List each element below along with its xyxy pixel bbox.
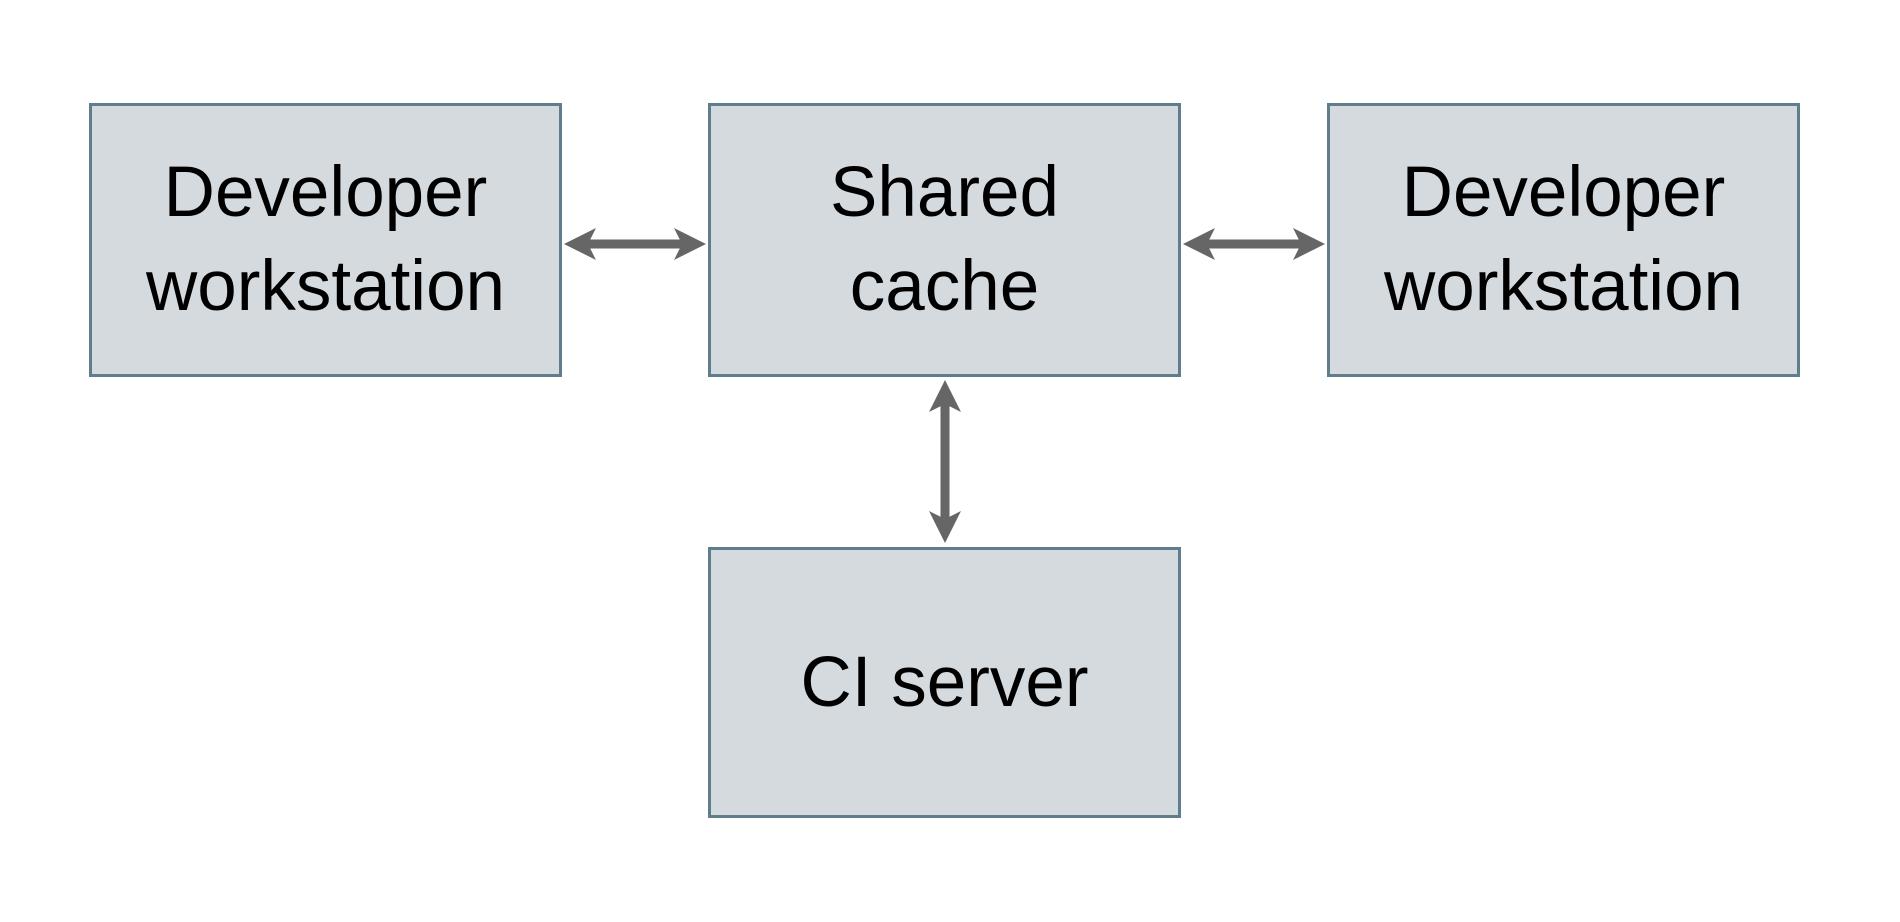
node-label: Developer workstation bbox=[1383, 153, 1744, 326]
node-ci-server: CI server bbox=[708, 547, 1181, 818]
node-label: Developer workstation bbox=[145, 153, 506, 326]
node-developer-workstation-left: Developer workstation bbox=[89, 103, 562, 377]
node-developer-workstation-right: Developer workstation bbox=[1327, 103, 1800, 377]
node-label: Shared cache bbox=[830, 153, 1059, 326]
double-arrow-cache-ci bbox=[929, 380, 961, 543]
node-label: CI server bbox=[800, 642, 1089, 722]
double-arrow-left-cache bbox=[564, 228, 706, 260]
double-arrow-cache-right bbox=[1183, 228, 1325, 260]
node-shared-cache: Shared cache bbox=[708, 103, 1181, 377]
